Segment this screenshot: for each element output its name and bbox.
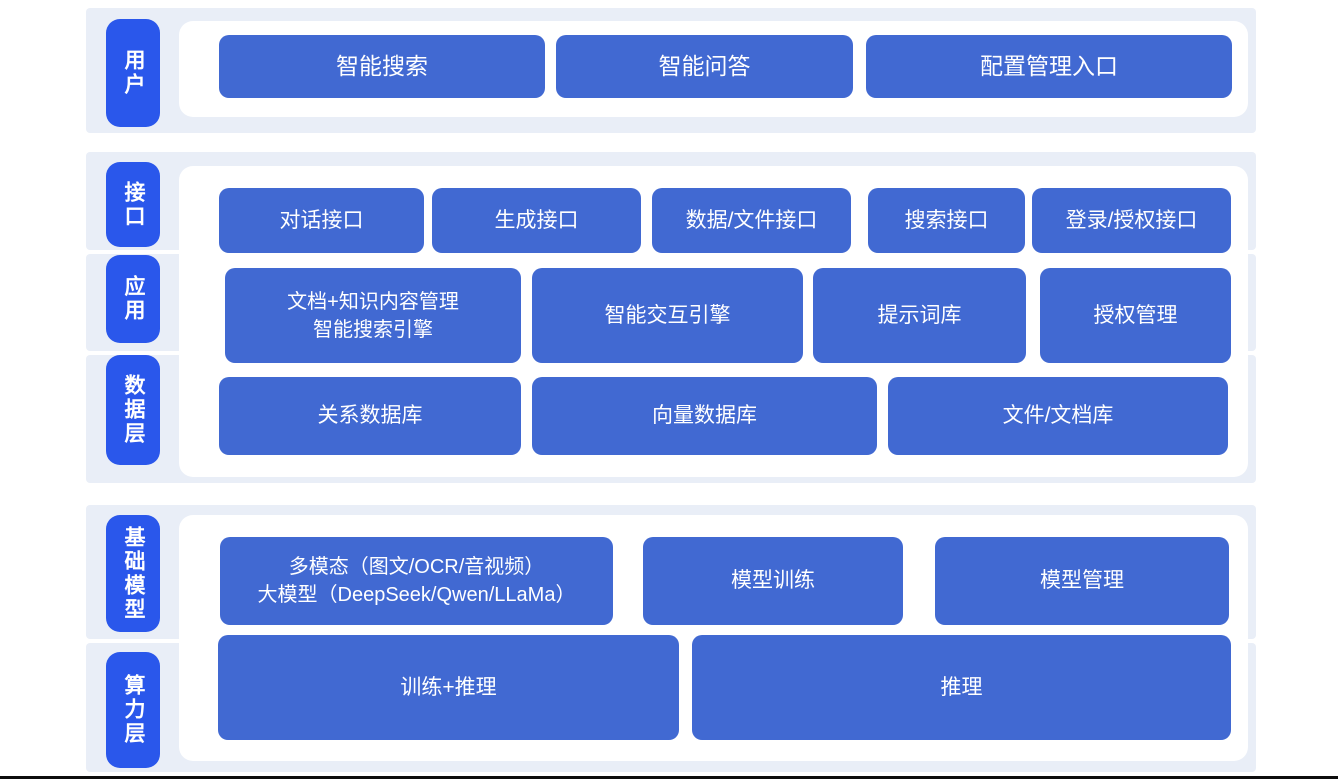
node-doc-knowledge-search-engine: 文档+知识内容管理 智能搜索引擎 bbox=[225, 268, 521, 363]
node-multimodal-large-model: 多模态（图文/OCR/音视频） 大模型（DeepSeek/Qwen/LLaMa） bbox=[220, 537, 613, 625]
node-config-management-entry: 配置管理入口 bbox=[866, 35, 1232, 98]
layer-label-interface: 接口 bbox=[106, 162, 160, 247]
node-data-file-api: 数据/文件接口 bbox=[652, 188, 851, 253]
node-login-auth-api: 登录/授权接口 bbox=[1032, 188, 1231, 253]
layer-label-user: 用户 bbox=[106, 19, 160, 127]
layer-label-data: 数据层 bbox=[106, 355, 160, 465]
node-dialog-api: 对话接口 bbox=[219, 188, 424, 253]
node-model-training: 模型训练 bbox=[643, 537, 903, 625]
node-relational-database: 关系数据库 bbox=[219, 377, 521, 455]
layer-label-application: 应用 bbox=[106, 255, 160, 343]
node-vector-database: 向量数据库 bbox=[532, 377, 877, 455]
node-model-management: 模型管理 bbox=[935, 537, 1229, 625]
node-smart-qa: 智能问答 bbox=[556, 35, 853, 98]
node-file-document-store: 文件/文档库 bbox=[888, 377, 1228, 455]
node-smart-search: 智能搜索 bbox=[219, 35, 545, 98]
node-search-api: 搜索接口 bbox=[868, 188, 1025, 253]
layer-label-foundation-model: 基础模型 bbox=[106, 515, 160, 632]
node-generation-api: 生成接口 bbox=[432, 188, 641, 253]
node-auth-management: 授权管理 bbox=[1040, 268, 1231, 363]
node-training-plus-inference: 训练+推理 bbox=[218, 635, 679, 740]
node-inference: 推理 bbox=[692, 635, 1231, 740]
node-prompt-library: 提示词库 bbox=[813, 268, 1026, 363]
bottom-divider-line bbox=[0, 776, 1338, 779]
node-smart-interaction-engine: 智能交互引擎 bbox=[532, 268, 803, 363]
layer-label-compute: 算力层 bbox=[106, 652, 160, 768]
